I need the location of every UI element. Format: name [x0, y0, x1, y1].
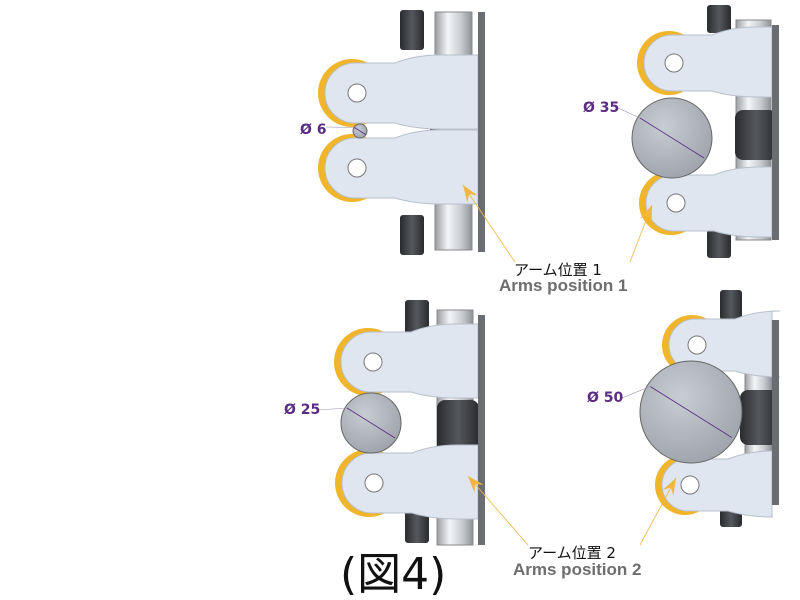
position-1-arrow-right-head-icon	[640, 205, 652, 223]
clamp-4-bellows	[740, 390, 778, 445]
clamp-3-lower-arm	[341, 444, 479, 520]
clamp-2-mount-plate	[772, 25, 779, 240]
clamp-3-lower-arm-pivot-hole	[364, 473, 384, 493]
clamp-4-upper-arm	[668, 310, 781, 378]
clamp-1-top-knob	[400, 10, 424, 50]
clamp-1-leader-line	[325, 126, 355, 128]
clamp-1-upper-arm-pivot-hole	[347, 83, 367, 103]
clamp-3-leader-line	[317, 407, 348, 411]
clamp-2-upper-arm	[643, 26, 773, 98]
clamp-4-leader-line	[621, 386, 651, 399]
clamp-2-diameter-line	[639, 117, 705, 159]
clamp-1-bottom-knob	[400, 215, 424, 255]
position-2-arrow-right-head-icon	[662, 478, 676, 496]
figure-label: (図4)	[340, 549, 447, 600]
clamp-2-upper-arm-pivot-hole	[664, 53, 684, 73]
clamp-1-mount-plate	[478, 12, 485, 252]
clamp-4-lower-arm	[661, 450, 774, 518]
clamp-1-lower-arm-pivot-hole	[347, 158, 367, 178]
position-1-arrow-left-line	[462, 184, 516, 263]
diameter-label-35: Ø 35	[583, 100, 620, 116]
clamp-1-diameter-line	[354, 127, 366, 135]
position-1-label-jp: アーム位置 1	[514, 261, 602, 279]
diameter-label-50: Ø 50	[587, 390, 624, 406]
clamp-2-lower-arm-pivot-hole	[666, 193, 686, 213]
clamp-3-mount-plate	[478, 315, 485, 545]
clamp-4-lower-arm-pivot-hole	[680, 475, 700, 495]
clamp-3-bellows	[437, 400, 479, 458]
position-1-label-en: Arms position 1	[499, 276, 628, 295]
clamp-2-top-knob	[707, 5, 731, 33]
clamp-4-top-knob	[720, 290, 742, 320]
clamp-2-bottom-knob	[707, 230, 731, 258]
position-2-label-en: Arms position 2	[513, 560, 642, 579]
clamp-2-bellows	[735, 110, 777, 160]
clamp-3-upper-arm	[340, 323, 479, 399]
clamp-2-lower-arm	[645, 166, 773, 238]
position-1-arrow-left-head-icon	[463, 185, 478, 203]
diameter-label-6: Ø 6	[300, 122, 327, 138]
clamp-1-lower-arm	[324, 129, 479, 205]
clamp-3-upper-arm-pivot-hole	[363, 352, 383, 372]
clamp-4-diameter-line	[649, 386, 733, 438]
clamp-4-mount-plate	[772, 320, 779, 505]
clamp-4-upper-arm-pivot-hole	[687, 335, 707, 355]
position-2-arrow-left-line	[467, 475, 529, 546]
position-2-arrow-left-head-icon	[468, 476, 484, 493]
position-2-arrow-right-line	[639, 477, 677, 546]
clamp-3-diameter-line	[346, 407, 396, 439]
clamp-2-leader-line	[617, 107, 641, 119]
clamp-1-upper-arm	[324, 54, 479, 130]
position-2-label-jp: アーム位置 2	[528, 544, 616, 562]
diameter-label-25: Ø 25	[284, 402, 321, 418]
